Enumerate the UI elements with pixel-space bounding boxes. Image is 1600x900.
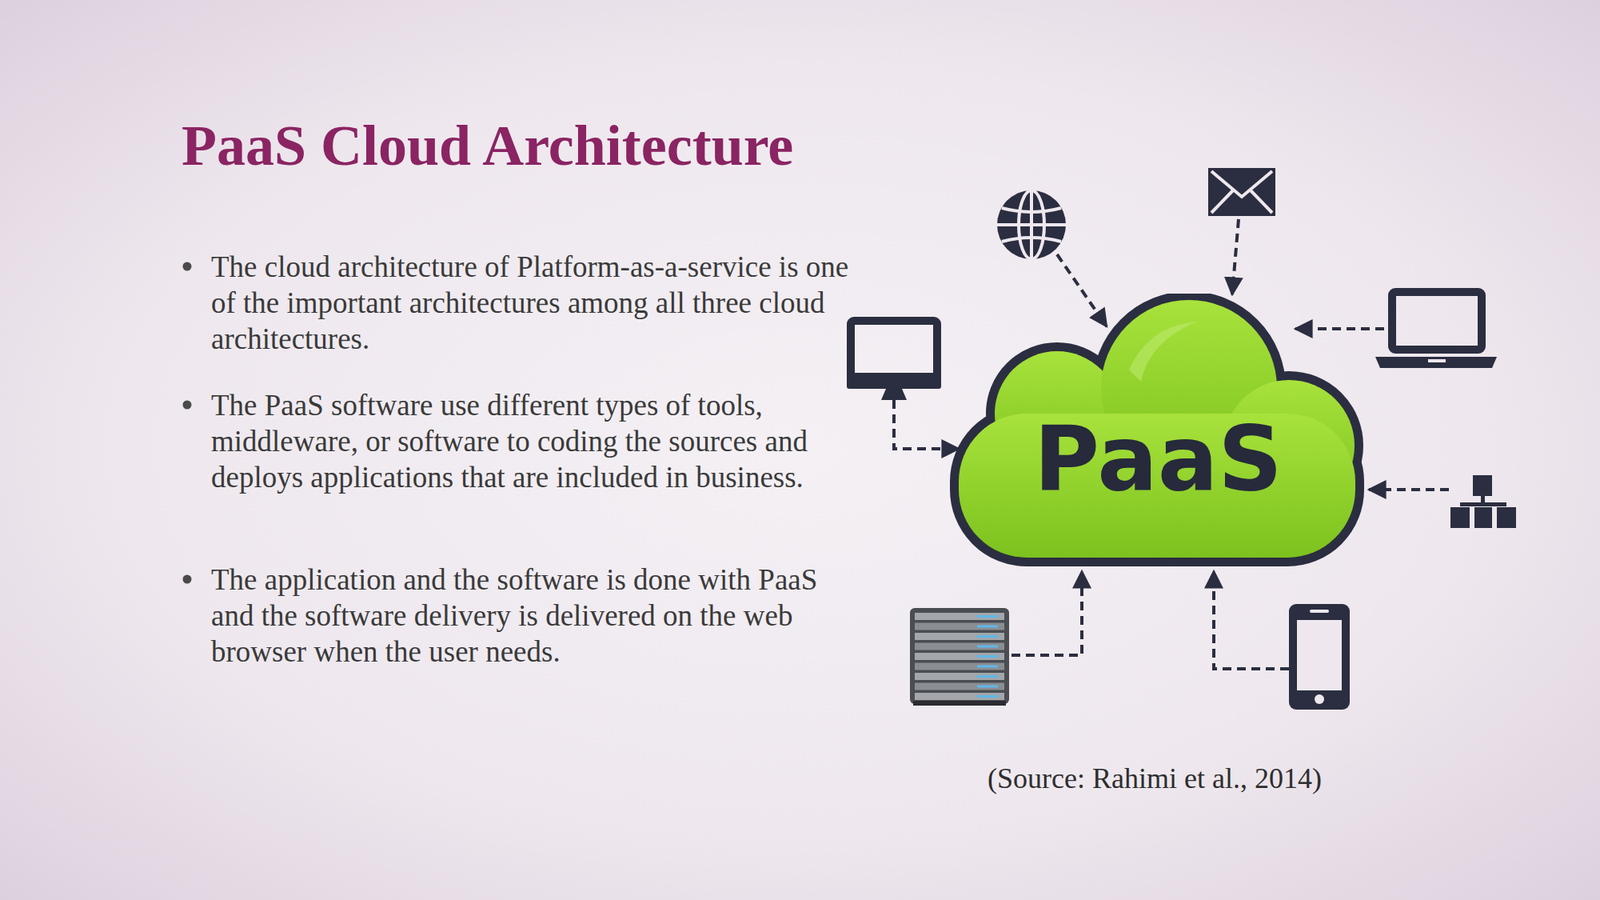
node-label: PaaS (949, 413, 1368, 503)
dashed-arrow (1368, 487, 1449, 491)
dashed-arrow (1232, 219, 1239, 295)
dashed-arrow (1295, 327, 1385, 331)
bullet-text: The PaaS software use different types of… (211, 387, 859, 495)
laptop-icon (1375, 291, 1497, 368)
bullet-dot (183, 400, 192, 410)
network-icon (1450, 474, 1517, 528)
bullet-text: The cloud architecture of Platform-as-a-… (211, 248, 859, 357)
monitor-icon (846, 320, 942, 400)
mail-icon (1208, 167, 1276, 216)
dashed-arrow (1057, 254, 1107, 327)
server-icon (909, 607, 1010, 706)
bullet-text: The application and the software is done… (211, 561, 859, 670)
dashed-arrows (893, 219, 1449, 669)
dashed-arrow (893, 399, 959, 449)
phone-icon (1288, 603, 1350, 710)
globe-icon (997, 190, 1066, 260)
dashed-arrow (1011, 570, 1082, 655)
source-caption: (Source: Rahimi et al., 2014) (898, 761, 1411, 796)
bullet-markers (183, 262, 192, 584)
dashed-arrow (1213, 570, 1289, 669)
bullet-dot (183, 574, 192, 584)
slide-title: PaaS Cloud Architecture (181, 114, 794, 178)
cloud-node: PaaS (949, 293, 1368, 567)
bullet-dot (183, 262, 192, 272)
